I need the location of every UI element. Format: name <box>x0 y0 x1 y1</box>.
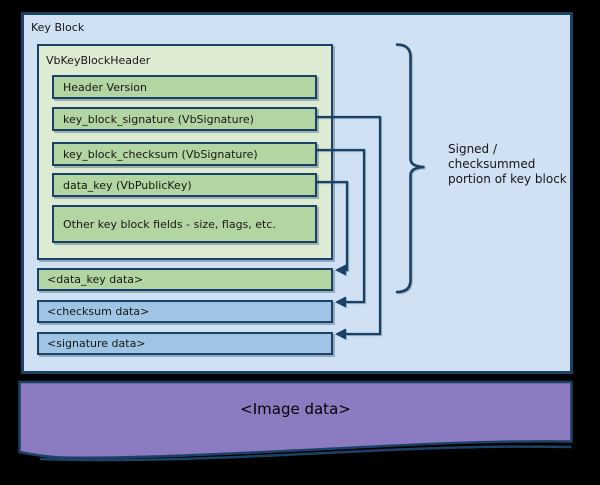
signature-data-label: <signature data> <box>47 337 146 350</box>
field-key-block-signature: key_block_signature (VbSignature) <box>52 107 317 131</box>
image-data-label: <Image data> <box>240 400 351 418</box>
field-key-block-signature-label: key_block_signature (VbSignature) <box>63 112 254 126</box>
checksum-data-block: <checksum data> <box>37 300 333 323</box>
signature-data-block: <signature data> <box>37 332 333 355</box>
brace-label: Signed / checksummed portion of key bloc… <box>448 142 567 186</box>
key-block-title: Key Block <box>31 21 85 34</box>
field-key-block-checksum: key_block_checksum (VbSignature) <box>52 142 317 166</box>
field-other-key-block-fields: Other key block fields - size, flags, et… <box>52 205 317 243</box>
image-data-shadow-edge <box>39 445 572 462</box>
field-key-block-checksum-label: key_block_checksum (VbSignature) <box>63 147 258 161</box>
checksum-data-label: <checksum data> <box>47 305 150 318</box>
vbkeyblockheader-label: VbKeyBlockHeader <box>46 54 151 67</box>
field-other-key-block-fields-label: Other key block fields - size, flags, et… <box>63 217 276 231</box>
data-key-data-block: <data_key data> <box>37 268 333 291</box>
field-header-version: Header Version <box>52 75 317 99</box>
data-key-data-label: <data_key data> <box>47 273 144 286</box>
field-data-key: data_key (VbPublicKey) <box>52 173 317 197</box>
image-data-block-shape <box>18 380 573 459</box>
field-data-key-label: data_key (VbPublicKey) <box>63 178 192 192</box>
field-header-version-label: Header Version <box>63 80 147 94</box>
